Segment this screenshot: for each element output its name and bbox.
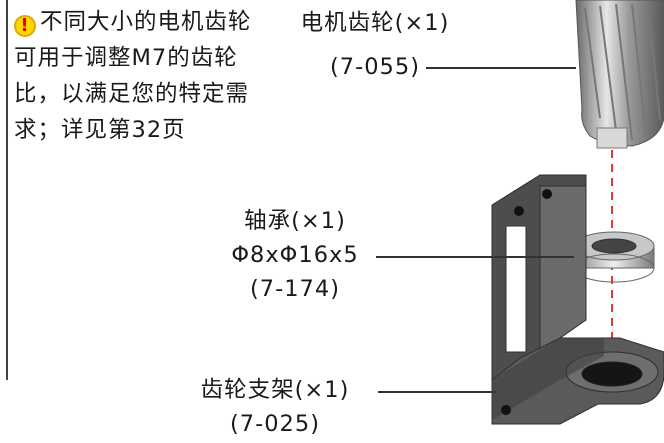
bearing-leader-line	[376, 256, 574, 258]
gear-bracket-code: (7-025)	[230, 411, 320, 437]
bearing-label: 轴承(×1) Φ8xΦ16x5 (7-174)	[205, 204, 385, 306]
bearing-name: 轴承(×1)	[244, 208, 346, 234]
motor-gear-leader-line	[426, 67, 576, 69]
gear-bracket-label: 齿轮支架(×1) (7-025)	[170, 373, 380, 441]
warning-icon: !	[14, 15, 36, 37]
motor-gear-image	[575, 0, 664, 149]
gear-bracket-image	[491, 174, 664, 425]
note-text: 不同大小的电机齿轮可用于调整M7的齿轮比，以满足您的特定需求；详见第32页	[14, 9, 252, 143]
bearing-image	[573, 231, 655, 283]
gear-bracket-name: 齿轮支架(×1)	[200, 377, 350, 403]
note-border	[6, 0, 8, 380]
motor-gear-code: (7-055)	[330, 54, 420, 80]
motor-gear-name: 电机齿轮(×1)	[300, 10, 450, 36]
bearing-code: (7-174)	[250, 276, 340, 302]
gear-bracket-leader-line	[378, 391, 496, 393]
motor-gear-label: 电机齿轮(×1) (7-055)	[275, 6, 475, 84]
info-note: !不同大小的电机齿轮可用于调整M7的齿轮比，以满足您的特定需求；详见第32页	[14, 4, 264, 148]
bearing-spec: Φ8xΦ16x5	[231, 242, 359, 268]
